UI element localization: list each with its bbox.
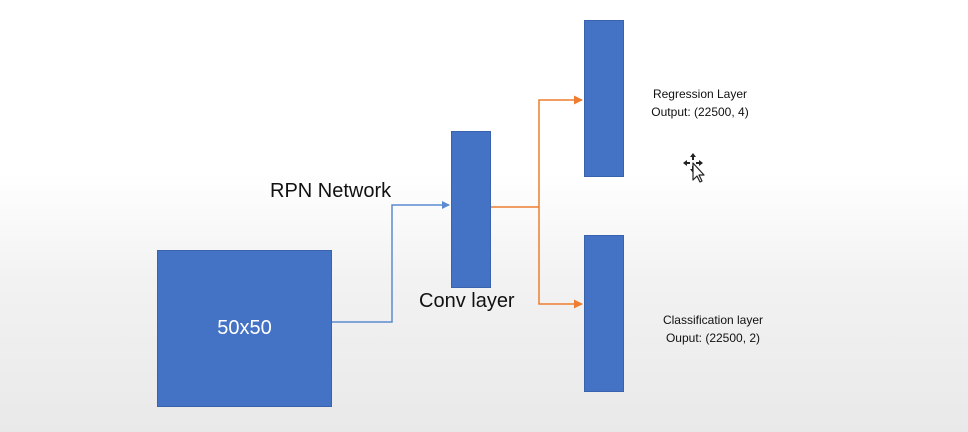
classification-layer-block	[584, 235, 624, 392]
conv-to-classification-connector	[538, 207, 583, 309]
move-cursor-icon	[683, 153, 705, 183]
regression-layer-text: Regression Layer Output: (22500, 4)	[640, 85, 760, 121]
conv-layer-block	[451, 131, 491, 288]
regression-layer-block	[584, 20, 624, 177]
classification-layer-title: Classification layer	[662, 313, 764, 327]
regression-layer-output: Output: (22500, 4)	[651, 105, 749, 119]
input-to-conv-connector	[332, 201, 450, 323]
conv-to-regression-connector	[538, 95, 583, 207]
rpn-network-label: RPN Network	[270, 180, 392, 202]
regression-layer-title: Regression Layer	[652, 87, 748, 101]
conv-layer-label: Conv layer	[419, 290, 515, 312]
classification-layer-output: Ouput: (22500, 2)	[665, 331, 761, 345]
input-block-label: 50x50	[217, 317, 272, 339]
input-block: 50x50	[157, 250, 332, 407]
classification-layer-text: Classification layer Ouput: (22500, 2)	[648, 311, 778, 347]
